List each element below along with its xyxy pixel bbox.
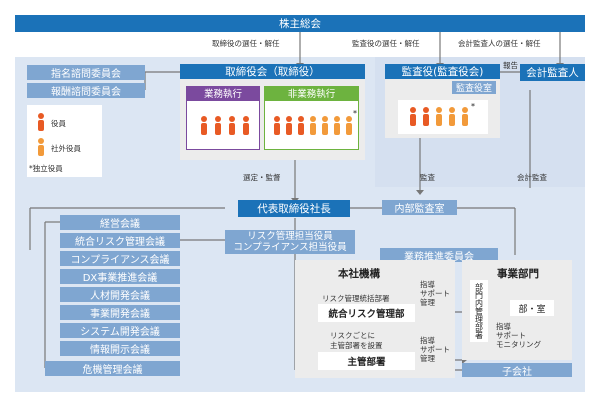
- meeting-7: 情報開示会議: [60, 341, 180, 356]
- accounting-auditor-label: 会計監査人: [526, 67, 579, 79]
- non-executive-header-label: 非業務執行: [287, 89, 336, 100]
- meeting-5: 事業開発会議: [60, 305, 180, 320]
- meeting-3: DX事業推進会議: [60, 269, 180, 284]
- promotion-committee-label: 業務推進委員会: [404, 251, 474, 263]
- legend-outside-officer: 社外役員: [51, 144, 81, 153]
- legend-officer: 役員: [51, 119, 66, 128]
- promotion-committee: 業務推進委員会: [380, 248, 498, 263]
- executive-header-label: 業務執行: [203, 89, 242, 100]
- legend: 役員 社外役員 *独立役員: [27, 105, 102, 177]
- auditors-title-label: 監査役(監査役会): [401, 66, 484, 78]
- hq-per-risk-note1: リスクごとに: [330, 331, 375, 340]
- auditors-office-label: 監査役室: [455, 84, 492, 94]
- meeting-0: 経営会議: [60, 215, 180, 230]
- risk-dept: 統合リスク管理部: [318, 304, 415, 322]
- president-label: 代表取締役社長: [257, 203, 331, 215]
- edge-label-audit: 監査: [420, 173, 435, 182]
- hq-title: 本社機構: [338, 268, 380, 280]
- board-title: 取締役会（取締役）: [180, 64, 365, 79]
- independent-mark: *: [353, 109, 357, 118]
- meeting-label: 事業開発会議: [90, 309, 150, 320]
- meeting-label: DX事業推進会議: [82, 273, 158, 284]
- meeting-label: 統合リスク管理会議: [75, 237, 165, 248]
- shareholders-meeting-label: 株主総会: [279, 18, 321, 30]
- internal-audit-label: 内部監査室: [394, 204, 445, 215]
- business-dept: 部・室: [510, 300, 554, 316]
- internal-control-dept: 部門内管理部署: [470, 280, 488, 342]
- outside-officer-legend-icon: [38, 138, 44, 156]
- nomination-committee: 指名諮問委員会: [27, 65, 145, 80]
- hq-per-risk-note2: 主管部署を設置: [330, 341, 383, 350]
- non-executive-officer-icons: [274, 116, 352, 135]
- board-title-label: 取締役会（取締役）: [225, 66, 320, 78]
- business-dept-label: 部・室: [518, 304, 546, 315]
- edge-label-accounting-audit: 会計監査: [517, 173, 547, 182]
- main-dept-label: 主管部署: [347, 357, 386, 368]
- subsidiary-label: 子会社: [502, 366, 532, 378]
- risk-officer-line2: コンプライアンス担当役員: [233, 242, 347, 253]
- accounting-auditor: 会計監査人: [520, 64, 585, 81]
- meeting-label: コンプライアンス会議: [70, 255, 170, 266]
- executive-officer-icons: [201, 116, 249, 135]
- president: 代表取締役社長: [238, 200, 350, 217]
- meeting-label: 危機管理会議: [82, 365, 143, 376]
- auditors-office: 監査役室: [452, 81, 496, 94]
- internal-control-dept-label: 部門内管理部署: [474, 283, 484, 339]
- remuneration-committee: 報酬諮問委員会: [27, 83, 145, 98]
- legend-icons: [38, 113, 44, 156]
- meeting-label: 情報開示会議: [90, 345, 150, 356]
- auditors-title: 監査役(監査役会): [385, 64, 500, 79]
- meeting-2: コンプライアンス会議: [60, 251, 180, 266]
- meeting-1: 統合リスク管理会議: [60, 233, 180, 248]
- internal-audit: 内部監査室: [382, 200, 457, 215]
- auditor-icons: [410, 107, 468, 126]
- meeting-8: 危機管理会議: [45, 361, 180, 376]
- edge-label-appoint-auditors: 監査役の選任・解任: [352, 39, 420, 48]
- executive-officers: [186, 100, 260, 150]
- meeting-4: 人材開発会議: [60, 287, 180, 302]
- executive-header: 業務執行: [186, 86, 260, 100]
- non-executive-header: 非業務執行: [264, 86, 359, 100]
- guidance-label-1: 指導 サポート 管理: [420, 280, 450, 307]
- risk-officer: リスク管理担当役員 コンプライアンス担当役員: [225, 230, 355, 254]
- auditors-members: *: [398, 100, 488, 134]
- remuneration-committee-label: 報酬諮問委員会: [51, 87, 121, 98]
- business-guidance-label: 指導 サポート モニタリング: [496, 322, 541, 349]
- risk-officer-line1: リスク管理担当役員: [247, 231, 333, 242]
- main-dept: 主管部署: [318, 352, 415, 370]
- non-executive-officers: *: [264, 100, 359, 150]
- edge-label-appoint-accounting-auditor: 会計監査人の選任・解任: [458, 39, 541, 48]
- nomination-committee-label: 指名諮問委員会: [51, 69, 121, 80]
- meeting-label: 経営会議: [100, 219, 140, 230]
- meeting-label: システム開発会議: [80, 327, 160, 338]
- hq-risk-note: リスク管理統括部署: [322, 294, 390, 303]
- legend-independent-note: *独立役員: [29, 164, 63, 173]
- edge-label-report: 報告: [503, 61, 518, 70]
- shareholders-meeting: 株主総会: [15, 15, 585, 32]
- risk-dept-label: 統合リスク管理部: [328, 309, 405, 320]
- subsidiary: 子会社: [462, 363, 572, 378]
- business-title: 事業部門: [497, 268, 539, 280]
- officer-legend-icon: [38, 113, 44, 131]
- auditor-independent-mark: *: [471, 102, 475, 111]
- guidance-label-2: 指導 サポート 管理: [420, 336, 450, 363]
- meeting-label: 人材開発会議: [90, 291, 150, 302]
- edge-label-appoint-directors: 取締役の選任・解任: [212, 39, 280, 48]
- meeting-6: システム開発会議: [60, 323, 180, 338]
- edge-label-select-supervise: 選定・監督: [243, 173, 281, 182]
